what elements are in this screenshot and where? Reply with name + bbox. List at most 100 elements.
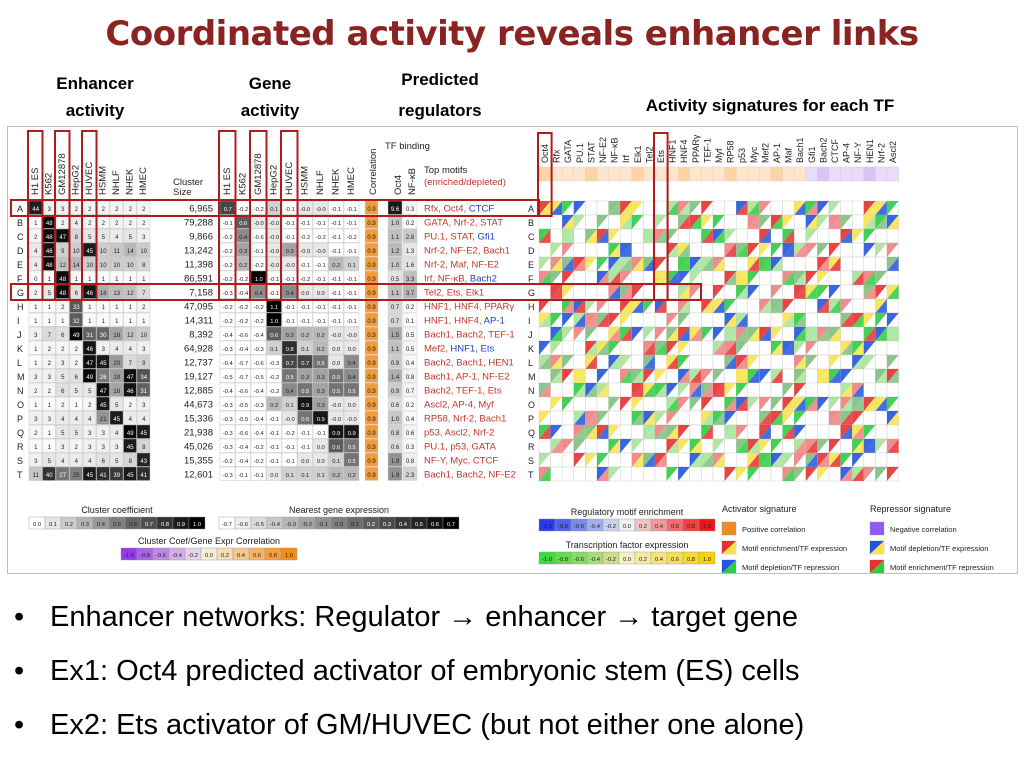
enhancer-value: 1	[102, 305, 106, 311]
legend-coefcorr-title: Cluster Coef/Gene Expr Correlation	[138, 536, 280, 546]
tf-signature-cell	[689, 410, 702, 426]
enhancer-value: 4	[88, 459, 92, 465]
tf-signature-cell	[875, 382, 888, 398]
enhancer-cell	[109, 354, 124, 369]
tf-signature-upper	[573, 453, 586, 467]
gene-cell	[281, 312, 298, 327]
legend-gray-coef-title: Cluster coefficient	[81, 505, 153, 515]
tf-signature-lower	[585, 313, 597, 327]
legend-motif-tick: 0.8	[687, 524, 695, 530]
gene-cell	[328, 326, 344, 341]
tf-signature-cell	[817, 382, 830, 398]
nfkb-value: 1.3	[406, 249, 415, 255]
tf-signature-upper	[863, 341, 876, 355]
tf-signature-cell	[747, 410, 760, 426]
oct4-value: 1.0	[391, 417, 400, 423]
tf-signature-upper	[736, 341, 748, 355]
tf-signature-lower	[736, 327, 748, 341]
gene-value: 0.0	[348, 347, 356, 353]
enhancer-cell	[123, 228, 137, 243]
legend-gray-gene-tick: -0.4	[270, 522, 281, 528]
tf-signature-lower	[689, 369, 702, 383]
tf-signature-upper	[666, 243, 679, 257]
tf-signature-lower	[794, 201, 806, 215]
tf-signature-cell	[631, 466, 644, 482]
cluster-size-value: 79,288	[184, 218, 213, 229]
gene-cell	[312, 466, 329, 481]
tf-correlation-fill	[608, 167, 621, 181]
tf-signature-cell	[817, 340, 830, 356]
bullet-text: enhancer	[477, 601, 615, 633]
enhancer-value: 2	[129, 221, 133, 227]
legend-tfexpr-tick: 0.2	[639, 557, 647, 563]
tf-col-label: PPARγ	[691, 134, 701, 163]
tf-correlation-fill	[782, 167, 795, 181]
correlation-value: 0.9	[367, 277, 376, 283]
gene-cell	[312, 354, 329, 369]
tf-signature-upper	[863, 285, 876, 299]
tf-signature-upper	[666, 425, 679, 439]
nfkb-value: 0.2	[406, 305, 415, 311]
tf-signature-lower	[771, 369, 783, 383]
tf-signature-upper	[805, 215, 818, 229]
enhancer-value: 41	[100, 473, 107, 479]
enhancer-cell	[123, 256, 137, 271]
tf-signature-upper	[782, 397, 795, 411]
gene-cell	[343, 340, 360, 355]
enhancer-cell	[123, 452, 137, 467]
gene-value: -0.3	[223, 431, 233, 437]
gene-cell	[250, 410, 267, 425]
gene-cell	[281, 354, 298, 369]
tf-signature-upper	[562, 243, 574, 257]
tf-signature-upper	[875, 313, 887, 327]
enhancer-value: 2	[48, 361, 52, 367]
tf-signature-upper	[713, 285, 725, 299]
nfkb-value: 0.8	[406, 375, 415, 381]
gene-value: -0.1	[300, 445, 310, 451]
correlation-cell	[364, 452, 379, 467]
nfkb-value: 3.3	[406, 277, 415, 283]
enhancer-value: 3	[48, 417, 52, 423]
tf-signature-cell	[724, 214, 737, 230]
cluster-size-value: 8,392	[189, 330, 213, 341]
tf-signature-upper	[666, 355, 679, 369]
correlation-value: 0.9	[367, 347, 376, 353]
tf-signature-cell	[840, 354, 853, 370]
legend-tfexpr-tick: 0.4	[655, 557, 664, 563]
tf-signature-upper	[840, 411, 853, 425]
nfkb-cell	[402, 396, 418, 411]
tf-signature-lower	[573, 299, 586, 313]
tf-signature-upper	[863, 271, 876, 285]
tf-signature-upper	[829, 285, 841, 299]
enhancer-value: 2	[48, 389, 52, 395]
tf-signature-cell	[701, 284, 714, 300]
tf-signature-upper	[759, 201, 771, 215]
tf-signature-upper	[724, 397, 737, 411]
tf-signature-lower	[573, 411, 586, 425]
gene-value: 0.2	[270, 403, 278, 409]
tf-signature-cell	[585, 368, 598, 384]
gene-value: 0.5	[317, 361, 325, 367]
legend-motif-tick: -0.4	[590, 524, 601, 530]
tf-signature-upper	[747, 243, 760, 257]
tf-signature-cell	[770, 424, 783, 440]
tf-signature-cell	[608, 298, 621, 314]
tf-signature-upper	[550, 425, 563, 439]
tf-signature-upper	[655, 257, 667, 271]
enhancer-value: 1	[48, 403, 52, 409]
legend-activator-item: Motif enrichment/TF expression	[742, 544, 847, 553]
motif-enriched: Bach2, Bach1, HEN1	[424, 358, 514, 369]
gene-cell	[219, 382, 236, 397]
tf-correlation-fill	[875, 167, 887, 181]
gene-cell	[343, 452, 360, 467]
gene-value: 0.5	[332, 375, 340, 381]
oct4-value: 1.0	[391, 263, 400, 269]
tf-col-label: Nrf-2	[876, 143, 886, 163]
enhancer-value: 2	[142, 207, 146, 213]
enhancer-value: 33	[73, 305, 80, 311]
gene-value: -0.1	[300, 221, 310, 227]
tf-signature-lower	[608, 327, 621, 341]
gene-value: -0.4	[254, 417, 265, 423]
gene-value: -0.3	[223, 291, 233, 297]
